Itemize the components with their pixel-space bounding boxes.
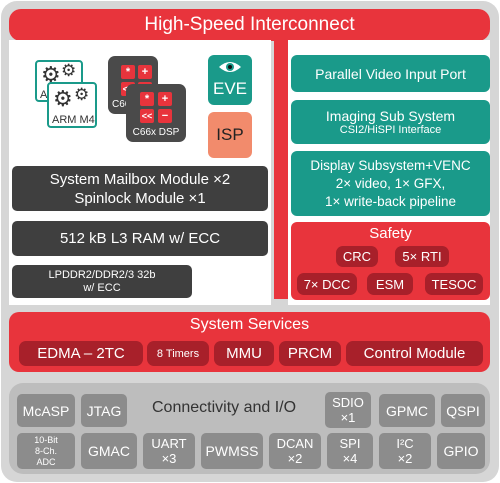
safety-title: Safety [369, 225, 412, 242]
esm-label: ESM [375, 276, 405, 292]
adc-label: ADC [36, 456, 56, 467]
i2c-count: ×2 [397, 451, 413, 466]
pwmss-module: PWMSS [201, 433, 263, 469]
tesoc-label: TESOC [431, 276, 477, 292]
dsp-key-icon: << [140, 109, 154, 123]
parallel-video-block: Parallel Video Input Port [291, 55, 490, 92]
imaging-title: Imaging Sub System [325, 108, 456, 124]
adc-module: 10-Bit 8-Ch. ADC [17, 433, 75, 469]
timers-module: 8 Timers [147, 341, 209, 366]
mailbox-spinlock-block: System Mailbox Module ×2 Spinlock Module… [12, 166, 268, 211]
lpddr-ecc-label: w/ ECC [83, 281, 121, 294]
spinlock-label: Spinlock Module ×1 [74, 189, 206, 207]
pwmss-label: PWMSS [205, 443, 259, 459]
dcan-module: DCAN ×2 [269, 433, 321, 469]
high-speed-interconnect: High-Speed Interconnect [9, 9, 490, 41]
prcm-module: PRCM [279, 341, 341, 366]
gpmc-module: GPMC [379, 394, 435, 427]
timers-label: 8 Timers [156, 347, 200, 360]
control-module: Control Module [346, 341, 483, 366]
eye-icon [219, 62, 241, 72]
crc-label: CRC [342, 249, 372, 264]
adc-channels: 8-Ch. [34, 445, 57, 456]
esm-module: ESM [367, 273, 413, 295]
c66x-dsp-core: * + << − C66x DSP [126, 84, 186, 142]
lpddr-memory-block: LPDDR2/DDR2/3 32b w/ ECC [12, 265, 192, 298]
jtag-module: JTAG [81, 394, 127, 427]
dcc-module: 7× DCC [297, 273, 357, 295]
spi-label: SPI [339, 436, 361, 451]
connectivity-title: Connectivity and I/O [152, 399, 297, 416]
imaging-subsystem-block: Imaging Sub System CSI2/HiSPI Interface [291, 100, 490, 144]
mailbox-label: System Mailbox Module ×2 [49, 170, 231, 188]
gpmc-label: GPMC [386, 402, 428, 419]
gear-icon: ⚙ [53, 86, 73, 111]
mmu-module: MMU [214, 341, 274, 366]
sdio-module: SDIO ×1 [325, 392, 371, 428]
gpio-module: GPIO [437, 433, 485, 469]
rti-module: 5× RTI [395, 246, 449, 267]
mcasp-label: McASP [22, 402, 70, 419]
isp-block: ISP [208, 112, 252, 158]
safety-block: Safety CRC 5× RTI 7× DCC ESM TESOC [291, 222, 490, 300]
dsp-key-icon: + [138, 65, 152, 79]
system-services-block: System Services EDMA – 2TC 8 Timers MMU … [9, 312, 490, 372]
rti-label: 5× RTI [402, 249, 442, 264]
gmac-label: GMAC [88, 443, 130, 459]
dsp-key-icon: * [121, 65, 135, 79]
adc-bits: 10-Bit [34, 434, 58, 445]
interconnect-vertical-bus [274, 40, 288, 299]
display-video: 2× video, 1× GFX, [335, 175, 446, 191]
dsp-core-back-label: C66 [112, 99, 131, 110]
gear-icon: ⚙ [41, 62, 61, 87]
mcasp-module: McASP [17, 394, 75, 427]
uart-count: ×3 [161, 451, 177, 466]
tesoc-module: TESOC [425, 273, 483, 295]
dsp-key-icon: − [158, 109, 172, 123]
display-subsystem-block: Display Subsystem+VENC 2× video, 1× GFX,… [291, 151, 490, 216]
uart-label: UART [151, 436, 187, 451]
gmac-module: GMAC [81, 433, 137, 469]
prcm-label: PRCM [287, 345, 333, 362]
jtag-label: JTAG [86, 402, 122, 419]
uart-module: UART ×3 [143, 433, 195, 469]
i2c-label: I²C [396, 436, 414, 451]
edma-label: EDMA – 2TC [37, 345, 125, 362]
dcan-count: ×2 [287, 451, 303, 466]
sdio-count: ×1 [340, 410, 356, 425]
display-pipeline: 1× write-back pipeline [325, 193, 456, 209]
sdio-label: SDIO [332, 395, 364, 410]
dcc-label: 7× DCC [303, 276, 351, 292]
interconnect-title: High-Speed Interconnect [144, 14, 355, 35]
c66x-dsp-label: C66x DSP [132, 127, 180, 138]
lpddr-label: LPDDR2/DDR2/3 32b [48, 268, 156, 281]
gear-icon: ⚙ [61, 61, 77, 80]
control-module-label: Control Module [363, 345, 466, 362]
arm-m4-core: ⚙ ⚙ ARM M4 [47, 82, 97, 128]
arm-m4-label: ARM M4 [52, 114, 95, 126]
spi-count: ×4 [342, 451, 358, 466]
imaging-interface: CSI2/HiSPI Interface [339, 124, 442, 136]
i2c-module: I²C ×2 [379, 433, 431, 469]
display-title: Display Subsystem+VENC [310, 157, 471, 173]
gear-icon: ⚙ [74, 85, 90, 104]
eve-block: EVE [208, 55, 252, 105]
mmu-label: MMU [226, 345, 262, 362]
qspi-module: QSPI [441, 394, 485, 427]
isp-label: ISP [216, 125, 244, 144]
l3-ram-block: 512 kB L3 RAM w/ ECC [12, 221, 268, 256]
l3-ram-label: 512 kB L3 RAM w/ ECC [59, 230, 221, 247]
edma-module: EDMA – 2TC [19, 341, 143, 366]
parallel-video-label: Parallel Video Input Port [315, 65, 466, 82]
qspi-label: QSPI [446, 402, 480, 419]
dcan-label: DCAN [276, 436, 314, 451]
crc-module: CRC [336, 246, 378, 267]
spi-module: SPI ×4 [327, 433, 373, 469]
gpio-label: GPIO [443, 443, 479, 459]
dsp-key-icon: * [140, 92, 154, 106]
dsp-key-icon: + [158, 92, 172, 106]
eve-label: EVE [212, 79, 248, 98]
system-services-title: System Services [189, 316, 310, 333]
